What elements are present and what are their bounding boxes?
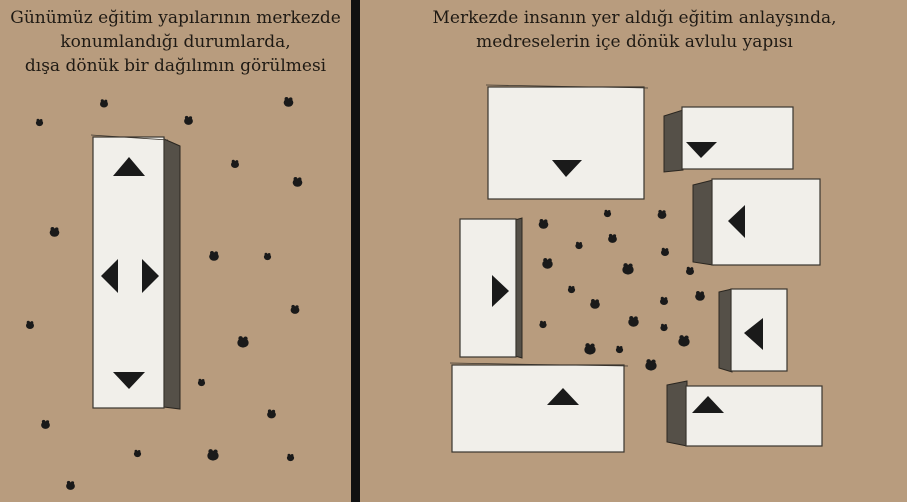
person-figure-icon — [660, 324, 667, 331]
person-figure-icon — [237, 336, 248, 347]
person-figure-icon — [41, 420, 50, 429]
person-figure-icon — [568, 286, 575, 293]
person-figure-icon — [100, 99, 108, 107]
person-figure-icon — [207, 449, 218, 460]
building-bottom-left — [450, 363, 628, 452]
person-figure-icon — [616, 346, 623, 353]
person-figure-icon — [291, 305, 300, 314]
building-left-middle — [460, 218, 522, 358]
person-figure-icon — [231, 160, 239, 168]
building-right-upper — [693, 179, 820, 265]
person-figure-icon — [293, 177, 303, 187]
right-people-courtyard — [539, 210, 705, 371]
person-figure-icon — [36, 119, 43, 126]
person-figure-icon — [590, 299, 600, 309]
right-courtyard-buildings — [450, 85, 822, 452]
building-top-right — [664, 107, 793, 172]
person-figure-icon — [575, 242, 582, 249]
person-figure-icon — [645, 359, 656, 370]
person-figure-icon — [542, 258, 552, 269]
person-figure-icon — [539, 219, 549, 229]
person-figure-icon — [264, 253, 271, 260]
person-figure-icon — [26, 321, 34, 329]
building-top-left — [486, 85, 648, 199]
person-figure-icon — [284, 97, 294, 107]
person-figure-icon — [658, 210, 667, 219]
building-right-lower — [719, 289, 787, 372]
person-figure-icon — [628, 316, 638, 327]
person-figure-icon — [678, 335, 689, 346]
building-bottom-right — [667, 381, 822, 446]
person-figure-icon — [66, 481, 75, 490]
person-figure-icon — [134, 450, 141, 457]
person-figure-icon — [287, 454, 294, 461]
person-figure-icon — [660, 297, 668, 305]
person-figure-icon — [686, 267, 694, 275]
person-figure-icon — [584, 343, 595, 354]
person-figure-icon — [198, 379, 205, 386]
person-figure-icon — [604, 210, 611, 217]
person-figure-icon — [608, 234, 617, 243]
left-central-building — [91, 135, 180, 409]
person-figure-icon — [539, 321, 546, 328]
person-figure-icon — [267, 409, 276, 418]
person-figure-icon — [695, 291, 705, 301]
person-figure-icon — [622, 263, 633, 274]
person-figure-icon — [50, 227, 60, 237]
person-figure-icon — [661, 248, 669, 256]
person-figure-icon — [209, 251, 219, 261]
person-figure-icon — [184, 116, 193, 125]
